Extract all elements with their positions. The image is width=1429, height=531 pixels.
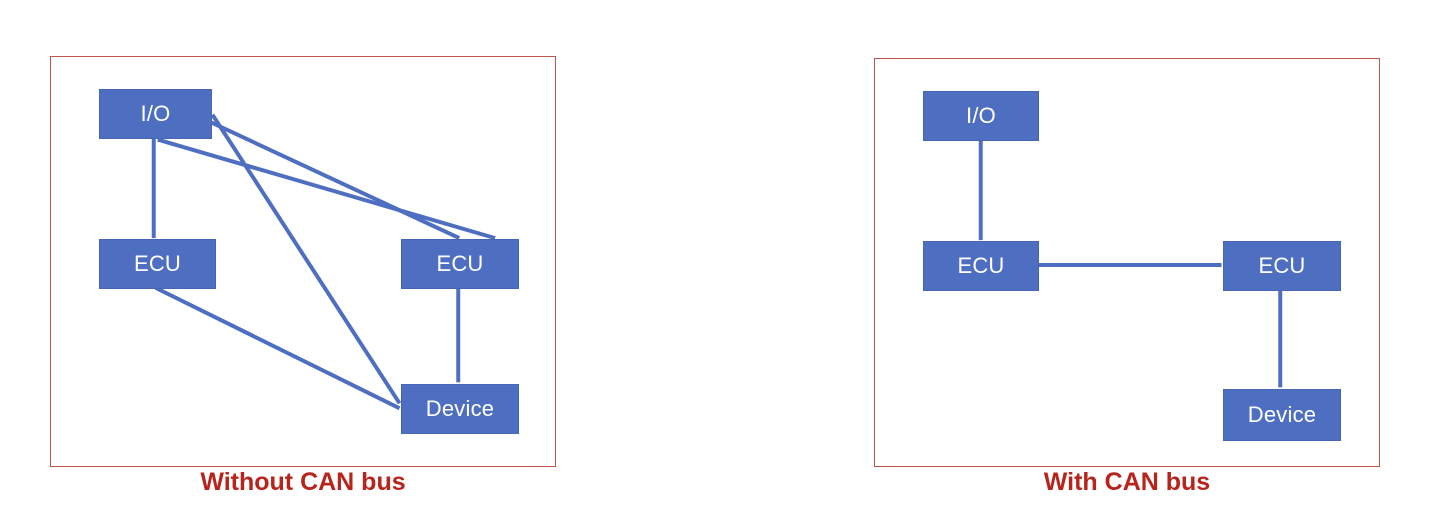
connection-line — [157, 137, 496, 241]
connection-line — [154, 286, 401, 411]
node-ecu-left[interactable]: ECU — [99, 239, 216, 289]
panel-with-can-bus: I/O ECU ECU Device — [874, 58, 1380, 467]
node-device[interactable]: Device — [401, 384, 519, 434]
node-ecu-left[interactable]: ECU — [923, 241, 1039, 291]
node-label: ECU — [436, 251, 484, 276]
node-label: Device — [425, 396, 495, 421]
node-device[interactable]: Device — [1223, 389, 1341, 441]
panel-without-can-bus: I/O ECU ECU Device — [50, 56, 556, 467]
node-label: ECU — [1258, 253, 1306, 278]
connection-line — [206, 118, 461, 240]
node-ecu-right[interactable]: ECU — [1223, 241, 1341, 291]
node-io[interactable]: I/O — [923, 91, 1039, 141]
caption-without-can-bus: Without CAN bus — [200, 468, 406, 496]
node-label: Device — [1247, 402, 1317, 427]
node-label: ECU — [957, 253, 1005, 278]
node-io[interactable]: I/O — [99, 89, 212, 139]
node-label: ECU — [133, 251, 182, 276]
node-label: I/O — [966, 103, 996, 128]
node-ecu-right[interactable]: ECU — [401, 239, 519, 289]
node-label: I/O — [140, 101, 171, 126]
connection-line — [210, 113, 402, 405]
caption-with-can-bus: With CAN bus — [1043, 468, 1211, 496]
